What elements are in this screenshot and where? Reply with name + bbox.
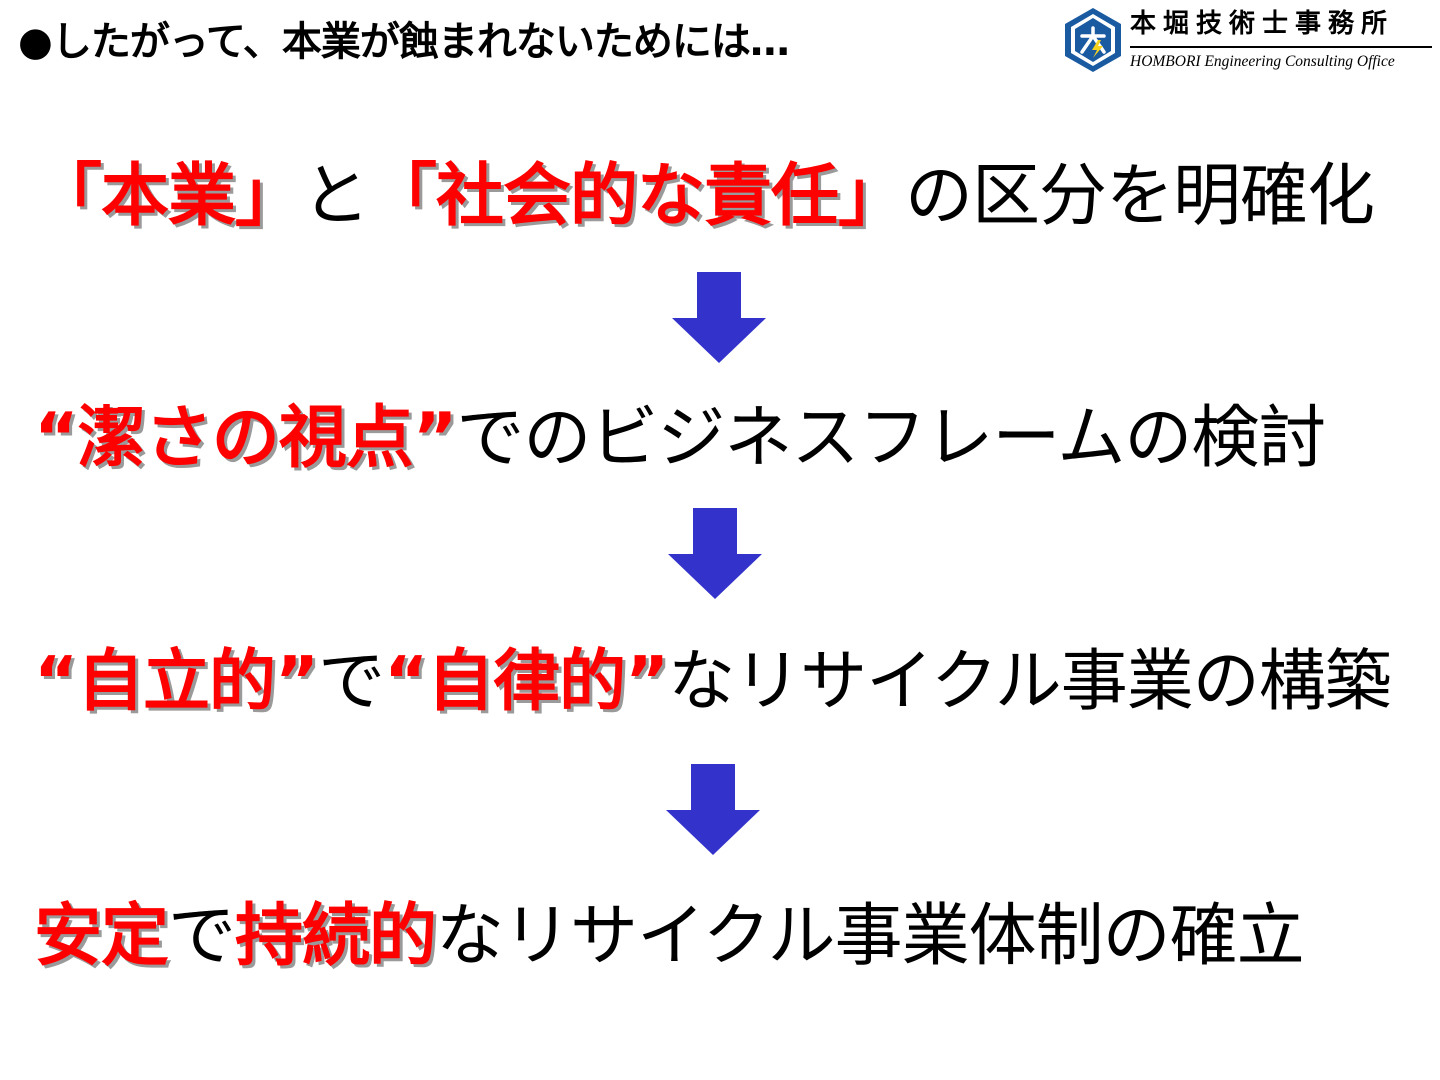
- flow-step-4-part: なリサイクル事業体制の確立: [436, 897, 1305, 976]
- flow-step-4-part: 持続的: [235, 897, 437, 976]
- flow-step-4-part: で: [168, 897, 236, 976]
- down-arrow-icon: [668, 508, 762, 599]
- flow-step-3-part: なリサイクル事業の構築: [668, 642, 1392, 720]
- flow-step-3-part: “自立的”: [34, 642, 319, 720]
- down-arrow-icon: [666, 764, 760, 855]
- flow-step-2: “潔さの視点”でのビジネスフレームの検討: [34, 394, 1326, 484]
- flow-step-1-part: と: [302, 157, 370, 236]
- flow-step-1: 「本業」と「社会的な責任」の区分を明確化: [34, 152, 1375, 242]
- flow-step-2-part: “潔さの視点”: [34, 399, 457, 478]
- company-name: 本堀技術士事務所: [1130, 9, 1395, 39]
- flow-step-1-part: 「本業」: [34, 157, 303, 236]
- flow-step-4-part: 安定: [34, 897, 169, 976]
- flow-step-1-part: 「社会的な責任」: [369, 157, 906, 236]
- flow-step-4: 安定で持続的なリサイクル事業体制の確立: [34, 892, 1305, 982]
- flow-step-3-part: で: [318, 642, 385, 720]
- down-arrow-icon: [672, 272, 766, 363]
- logo-mark-icon: [1065, 8, 1121, 72]
- company-logo: 本堀技術士事務所 HOMBORI Engineering Consulting …: [1062, 6, 1434, 74]
- flow-step-2-part: でのビジネスフレームの検討: [456, 399, 1326, 478]
- flow-step-3-part: “自律的”: [384, 642, 669, 720]
- flow-step-1-part: の区分を明確化: [905, 157, 1375, 236]
- logo-divider: [1130, 46, 1432, 48]
- company-subtitle: HOMBORI Engineering Consulting Office: [1130, 53, 1395, 70]
- page-title: ●したがって、本業が蝕まれないためには…: [18, 19, 790, 65]
- flow-step-3: “自立的”で“自律的”なリサイクル事業の構築: [34, 636, 1392, 726]
